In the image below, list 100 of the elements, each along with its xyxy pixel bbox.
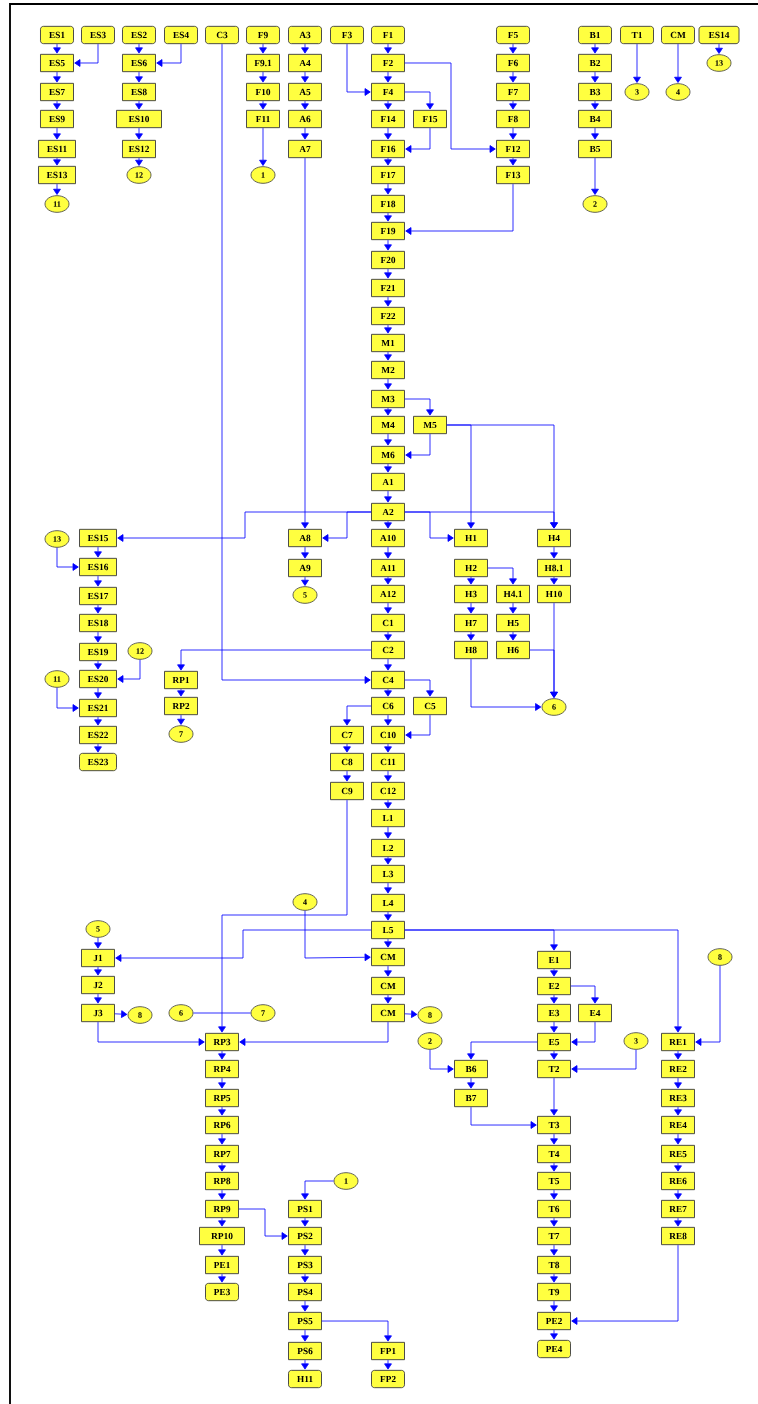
process-box: ES7 bbox=[40, 82, 74, 102]
process-box: RE2 bbox=[661, 1059, 695, 1079]
process-box: T3 bbox=[537, 1115, 571, 1135]
arrow bbox=[53, 157, 61, 166]
process-box: RP3 bbox=[205, 1032, 239, 1052]
arrow bbox=[94, 687, 102, 699]
process-box: ES20 bbox=[79, 669, 117, 689]
process-box: H7 bbox=[454, 613, 488, 633]
process-box: H8.1 bbox=[537, 558, 571, 578]
terminal-box: PE4 bbox=[537, 1339, 571, 1359]
process-box: M4 bbox=[371, 415, 405, 435]
process-box: F2 bbox=[371, 53, 405, 73]
process-box: RP9 bbox=[205, 1199, 239, 1219]
arrow bbox=[550, 1300, 558, 1312]
arrow bbox=[94, 743, 102, 753]
arrow bbox=[405, 714, 431, 739]
process-box: B4 bbox=[578, 109, 612, 129]
arrow bbox=[321, 1320, 392, 1342]
arrow bbox=[301, 157, 309, 529]
process-box: RE4 bbox=[661, 1115, 695, 1135]
process-box: C2 bbox=[371, 640, 405, 660]
arrow bbox=[384, 71, 392, 83]
arrow bbox=[591, 71, 599, 83]
arrow bbox=[467, 576, 475, 585]
arrow bbox=[218, 1077, 226, 1089]
arrow bbox=[571, 1021, 596, 1046]
process-box: A5 bbox=[288, 82, 322, 102]
terminal-box: F9 bbox=[246, 25, 280, 45]
arrow bbox=[550, 1244, 558, 1256]
arrow bbox=[571, 1244, 679, 1325]
arrow bbox=[301, 127, 309, 140]
arrow bbox=[509, 43, 517, 54]
process-box: ES18 bbox=[79, 613, 117, 633]
arrow bbox=[218, 1162, 226, 1172]
arrow bbox=[467, 602, 475, 614]
arrow bbox=[384, 965, 392, 977]
process-box: H5 bbox=[496, 613, 530, 633]
process-box: C1 bbox=[371, 613, 405, 633]
arrow bbox=[94, 575, 102, 587]
process-box: F8 bbox=[496, 109, 530, 129]
process-box: C10 bbox=[371, 725, 405, 745]
arrow bbox=[384, 378, 392, 390]
process-box: T4 bbox=[537, 1144, 571, 1164]
process-box: H4 bbox=[537, 528, 571, 548]
arrow bbox=[177, 688, 185, 697]
arrow bbox=[53, 183, 61, 195]
arrow bbox=[346, 43, 371, 96]
arrow bbox=[384, 714, 392, 726]
arrow bbox=[509, 157, 517, 166]
arrow bbox=[384, 127, 392, 140]
process-box: A8 bbox=[288, 528, 322, 548]
process-box: T2 bbox=[537, 1059, 571, 1079]
arrow bbox=[74, 43, 99, 67]
process-box: F21 bbox=[371, 278, 405, 298]
process-box: T8 bbox=[537, 1255, 571, 1275]
process-box: RE1 bbox=[661, 1032, 695, 1052]
process-box: B6 bbox=[454, 1059, 488, 1079]
process-box: L2 bbox=[371, 838, 405, 858]
process-box: H8 bbox=[454, 640, 488, 660]
process-box: H4.1 bbox=[496, 584, 530, 604]
process-box: C6 bbox=[371, 696, 405, 716]
arrow bbox=[550, 1273, 558, 1283]
arrow bbox=[94, 631, 102, 643]
process-box: C9 bbox=[330, 781, 364, 801]
arrow bbox=[550, 1217, 558, 1227]
process-box: F9.1 bbox=[246, 53, 280, 73]
process-box: C4 bbox=[371, 670, 405, 690]
arrow bbox=[218, 799, 348, 1033]
process-box: M3 bbox=[371, 389, 405, 409]
terminal-box: A3 bbox=[288, 25, 322, 45]
arrow bbox=[384, 826, 392, 839]
arrow bbox=[384, 688, 392, 697]
arrow bbox=[384, 157, 392, 166]
arrow bbox=[53, 127, 61, 140]
terminal-box: ES23 bbox=[79, 752, 117, 772]
process-box: M5 bbox=[413, 415, 447, 435]
arrow bbox=[571, 1049, 637, 1073]
terminal-box: F1 bbox=[371, 25, 405, 45]
terminal-box: H11 bbox=[288, 1369, 322, 1389]
arrow bbox=[509, 100, 517, 110]
arrow bbox=[114, 1010, 128, 1018]
process-box: F4 bbox=[371, 82, 405, 102]
arrow bbox=[550, 1050, 558, 1060]
arrow bbox=[56, 687, 79, 712]
arrow bbox=[384, 1359, 392, 1370]
arrow bbox=[384, 882, 392, 894]
arrow bbox=[591, 127, 599, 140]
process-box: RP7 bbox=[205, 1144, 239, 1164]
arrow bbox=[550, 968, 558, 977]
arrow bbox=[135, 127, 143, 140]
process-box: A1 bbox=[371, 472, 405, 492]
process-box: E3 bbox=[537, 1003, 571, 1023]
arrow bbox=[301, 546, 309, 559]
process-box: A2 bbox=[371, 502, 405, 522]
arrow bbox=[301, 576, 309, 586]
arrow bbox=[94, 966, 102, 976]
arrow bbox=[384, 770, 392, 782]
process-box: F19 bbox=[371, 221, 405, 241]
arrow bbox=[239, 1021, 389, 1046]
arrow bbox=[384, 100, 392, 110]
